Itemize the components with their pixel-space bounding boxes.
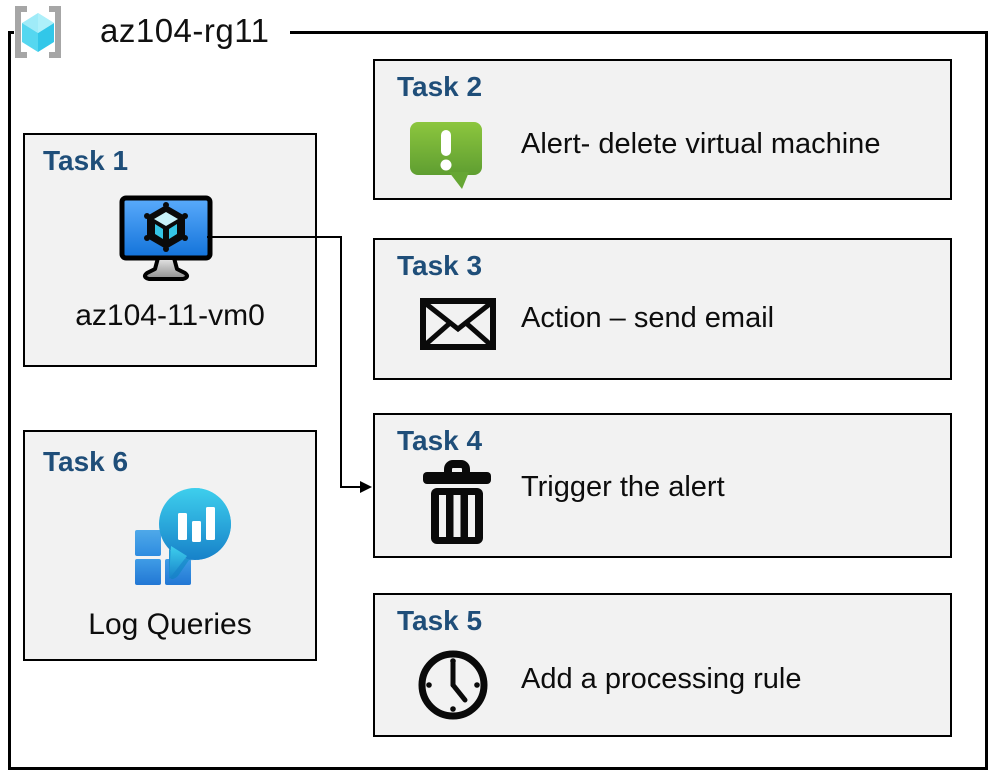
task1-label: az104-11-vm0 — [75, 299, 265, 332]
alert-icon — [409, 118, 483, 192]
email-icon — [420, 298, 496, 350]
task4-box: Task 4 Trigger the alert — [373, 413, 952, 558]
task5-title: Task 5 — [397, 605, 483, 636]
virtual-machine-icon — [119, 195, 213, 285]
task6-title: Task 6 — [43, 446, 129, 477]
trash-icon — [421, 459, 493, 545]
task5-label: Add a processing rule — [521, 663, 802, 695]
task1-title: Task 1 — [43, 145, 129, 176]
header-border-gap — [14, 27, 290, 37]
task1-box: Task 1 — [23, 133, 317, 367]
resource-group-icon — [15, 6, 61, 58]
task4-title: Task 4 — [397, 425, 483, 456]
task2-title: Task 2 — [397, 71, 483, 102]
task3-label: Action – send email — [521, 302, 775, 334]
task3-box: Task 3 Action – send email — [373, 238, 952, 380]
task2-label: Alert- delete virtual machine — [521, 128, 881, 160]
clock-icon — [415, 647, 491, 723]
task4-label: Trigger the alert — [521, 471, 725, 503]
resource-group-name: az104-rg11 — [100, 12, 270, 49]
task3-title: Task 3 — [397, 250, 483, 281]
log-analytics-icon — [125, 480, 237, 586]
task6-box: Task 6 — [23, 430, 317, 661]
task5-box: Task 5 Add a processing rule — [373, 593, 952, 737]
task6-label: Log Queries — [88, 608, 252, 641]
task2-box: Task 2 Alert- delete virtual machine — [373, 59, 952, 200]
